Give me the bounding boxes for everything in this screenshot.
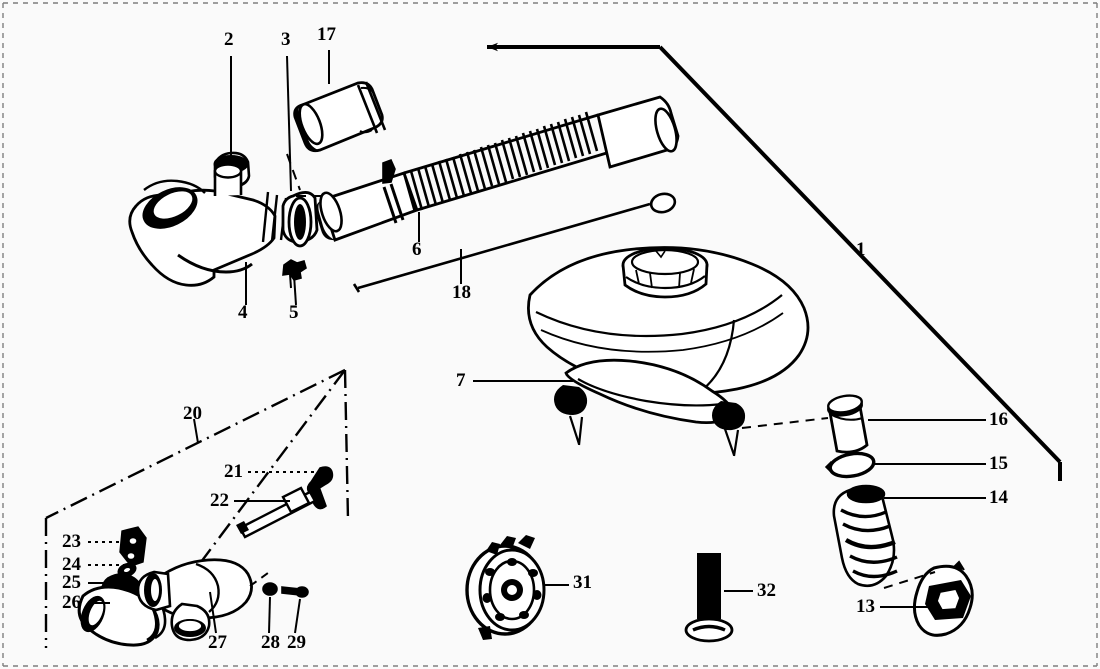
callout-label-5: 5	[289, 302, 299, 323]
part-29-screw-pin	[281, 586, 309, 598]
callout-label-14: 14	[989, 487, 1008, 508]
callout-label-7: 7	[456, 370, 466, 391]
part-26-duct-neck	[77, 585, 167, 647]
part-16-connector-sleeve	[827, 394, 869, 454]
group-20-boundary	[44, 368, 350, 648]
assembly-hint-line-17	[286, 153, 345, 197]
part-31-end-plate-flange	[465, 535, 546, 640]
part-14-flexible-bellows-hose	[832, 484, 898, 588]
leader-28	[268, 596, 271, 634]
callout-label-23: 23	[62, 531, 81, 552]
callout-label-21: 21	[224, 461, 243, 482]
part-28-pin	[262, 582, 278, 596]
callout-label-28: 28	[261, 632, 280, 653]
assembly-bracket-1	[487, 42, 1062, 481]
callout-label-29: 29	[287, 632, 306, 653]
callout-label-27: 27	[208, 632, 227, 653]
callout-label-17: 17	[317, 24, 336, 45]
callout-label-31: 31	[573, 572, 592, 593]
part-13-mounting-bracket	[912, 560, 974, 637]
leader-20	[193, 418, 199, 444]
leader-29	[294, 598, 301, 634]
callout-label-2: 2	[224, 29, 234, 50]
callout-label-26: 26	[62, 592, 81, 613]
leader-27	[209, 591, 217, 634]
leader-5	[293, 274, 297, 306]
tank-filler-cap	[621, 246, 709, 299]
leader-3	[286, 55, 292, 192]
callout-leaders	[88, 50, 986, 634]
callout-label-16: 16	[989, 409, 1008, 430]
callout-label-15: 15	[989, 453, 1008, 474]
part-5-clip-fastener	[282, 259, 307, 289]
tank-mounting-strap	[554, 358, 746, 457]
callout-label-22: 22	[210, 490, 229, 511]
callout-label-25: 25	[62, 572, 81, 593]
part-7-air-cleaner-body	[527, 246, 810, 457]
assembly-hint-line-16	[741, 417, 829, 429]
callout-label-6: 6	[412, 239, 422, 260]
callout-label-20: 20	[183, 403, 202, 424]
part-22-control-rod	[236, 486, 317, 539]
part-21-lever-arm	[306, 466, 334, 510]
callout-label-13: 13	[856, 596, 875, 617]
part-15-hose-clamp-ring	[824, 451, 876, 479]
callout-label-1: 1	[856, 239, 866, 260]
callout-label-4: 4	[238, 302, 248, 323]
part-17-filter-element	[293, 81, 387, 153]
callout-label-18: 18	[452, 282, 471, 303]
assembly-hint-line-28	[249, 572, 269, 587]
part-4-intake-elbow-duct	[128, 163, 288, 287]
callout-label-32: 32	[757, 580, 776, 601]
part-6-corrugated-hose	[315, 95, 680, 242]
part-18-dipstick-rod	[352, 192, 677, 293]
callout-label-3: 3	[281, 29, 291, 50]
part-32-bolt-stud	[684, 553, 734, 643]
part-27-valve-housing	[136, 558, 253, 642]
callout-label-24: 24	[62, 554, 81, 575]
part-3-connector-ring	[281, 191, 319, 248]
part-23-bracket-clip	[119, 526, 147, 567]
assembly-hint-line-13	[883, 571, 936, 589]
